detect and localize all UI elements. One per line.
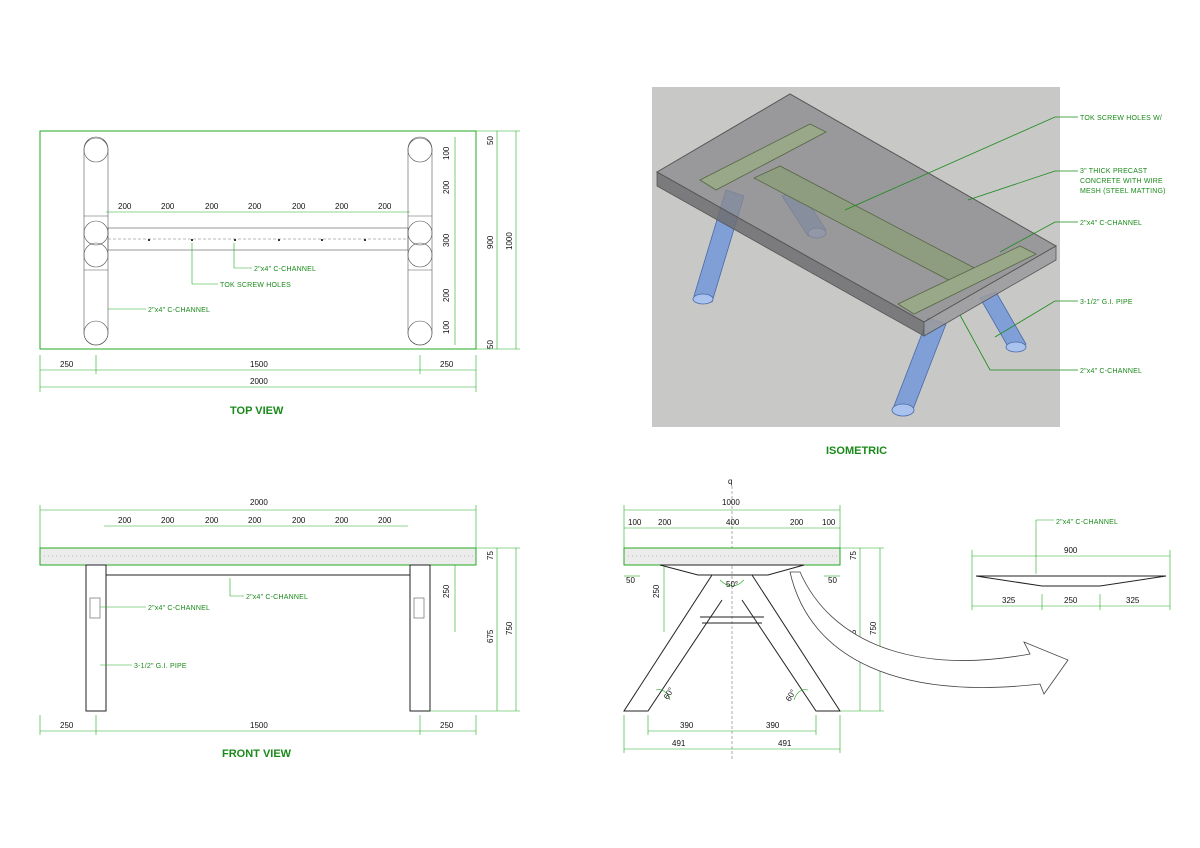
svg-text:900: 900 <box>1064 546 1078 555</box>
front-spacing-dims: 200 200 200 200 200 200 200 <box>118 516 392 525</box>
side-crossbeam <box>659 564 805 576</box>
svg-text:200: 200 <box>161 516 175 525</box>
svg-text:TOK SCREW HOLES W/: TOK SCREW HOLES W/ <box>1080 115 1162 122</box>
top-view: 200 200 200 200 200 200 200 2"x4" C-CHAN… <box>39 130 520 417</box>
svg-text:250: 250 <box>1064 596 1078 605</box>
svg-text:2"x4" C-CHANNEL: 2"x4" C-CHANNEL <box>1080 220 1142 227</box>
svg-text:200: 200 <box>118 202 132 211</box>
front-view-title: FRONT VIEW <box>222 748 292 760</box>
svg-text:491: 491 <box>778 739 792 748</box>
svg-text:250: 250 <box>440 360 454 369</box>
screw-holes <box>148 239 366 241</box>
svg-text:60°: 60° <box>662 686 676 701</box>
top-right-dims: 100 200 300 200 100 <box>442 146 451 334</box>
svg-text:400: 400 <box>726 518 740 527</box>
svg-text:200: 200 <box>205 202 219 211</box>
isometric-view: TOK SCREW HOLES W/ 3" THICK PRECAST CONC… <box>652 87 1166 457</box>
svg-text:200: 200 <box>205 516 219 525</box>
svg-text:50: 50 <box>828 576 837 585</box>
svg-text:1500: 1500 <box>250 721 268 730</box>
svg-text:900: 900 <box>486 235 495 249</box>
front-channel-label-b: 2"x4" C-CHANNEL <box>148 605 210 612</box>
iso-callout-leaders <box>844 116 1078 371</box>
svg-text:200: 200 <box>790 518 804 527</box>
svg-text:200: 200 <box>118 516 132 525</box>
svg-text:1000: 1000 <box>505 232 514 250</box>
iso-channels <box>699 123 1037 315</box>
svg-text:200: 200 <box>442 288 451 302</box>
svg-text:200: 200 <box>292 202 306 211</box>
svg-text:200: 200 <box>378 202 392 211</box>
svg-text:200: 200 <box>378 516 392 525</box>
tabletop-outline <box>39 130 477 350</box>
svg-text:200: 200 <box>442 180 451 194</box>
svg-text:50: 50 <box>486 340 495 349</box>
channel-detail: 2"x4" C-CHANNEL 900 325 250 325 <box>971 519 1171 610</box>
svg-text:300: 300 <box>442 233 451 247</box>
svg-text:200: 200 <box>335 516 349 525</box>
svg-text:q: q <box>728 477 732 486</box>
front-view: 2000 200 200 200 200 200 200 200 2"x4" C… <box>39 498 520 760</box>
top-screw-holes-label: TOK SCREW HOLES <box>220 282 291 289</box>
top-spacing-dims: 200 200 200 200 200 200 200 <box>118 202 392 211</box>
svg-text:100: 100 <box>822 518 836 527</box>
top-left-channel-label: 2"x4" C-CHANNEL <box>148 307 210 314</box>
svg-text:MESH (STEEL MATTING): MESH (STEEL MATTING) <box>1080 188 1166 195</box>
front-pipe-label: 3-1/2" G.I. PIPE <box>134 663 187 670</box>
svg-text:2"x4" C-CHANNEL: 2"x4" C-CHANNEL <box>1080 368 1142 375</box>
right-crossbeam <box>407 136 433 346</box>
svg-text:325: 325 <box>1126 596 1140 605</box>
svg-text:200: 200 <box>335 202 349 211</box>
svg-text:250: 250 <box>440 721 454 730</box>
svg-text:3-1/2" G.I. PIPE: 3-1/2" G.I. PIPE <box>1080 299 1133 306</box>
top-view-title: TOP VIEW <box>230 405 284 417</box>
svg-text:1500: 1500 <box>250 360 268 369</box>
top-c-channel-label: 2"x4" C-CHANNEL <box>254 266 316 273</box>
side-top-dims: 100 200 400 200 100 <box>628 518 836 527</box>
svg-text:250: 250 <box>60 360 74 369</box>
callout-arrow <box>789 571 1069 695</box>
svg-text:675: 675 <box>486 629 495 643</box>
svg-text:390: 390 <box>680 721 694 730</box>
svg-text:CONCRETE WITH WIRE: CONCRETE WITH WIRE <box>1080 178 1163 185</box>
front-right-leg <box>409 564 431 712</box>
svg-text:491: 491 <box>672 739 686 748</box>
svg-text:200: 200 <box>161 202 175 211</box>
svg-text:100: 100 <box>442 146 451 160</box>
side-view: q 1000 100 200 400 200 100 50° 60° 60° <box>623 477 884 760</box>
svg-text:100: 100 <box>628 518 642 527</box>
svg-text:200: 200 <box>248 516 262 525</box>
detail-channel-shape <box>975 575 1167 587</box>
left-crossbeam <box>83 136 109 346</box>
svg-text:75: 75 <box>486 551 495 560</box>
front-slab <box>39 547 477 566</box>
svg-text:3" THICK PRECAST: 3" THICK PRECAST <box>1080 168 1148 175</box>
svg-text:60°: 60° <box>784 688 798 703</box>
iso-callouts: TOK SCREW HOLES W/ 3" THICK PRECAST CONC… <box>1080 115 1166 375</box>
svg-text:1000: 1000 <box>722 498 740 507</box>
isometric-title: ISOMETRIC <box>826 445 887 457</box>
front-channel-label-a: 2"x4" C-CHANNEL <box>246 594 308 601</box>
svg-text:250: 250 <box>60 721 74 730</box>
svg-text:50: 50 <box>626 576 635 585</box>
svg-text:50°: 50° <box>726 580 738 589</box>
svg-text:100: 100 <box>442 320 451 334</box>
svg-text:75: 75 <box>849 551 858 560</box>
side-a-frame <box>623 574 841 712</box>
svg-text:750: 750 <box>505 621 514 635</box>
svg-text:390: 390 <box>766 721 780 730</box>
detail-channel-label: 2"x4" C-CHANNEL <box>1056 519 1118 526</box>
svg-text:750: 750 <box>869 621 878 635</box>
svg-text:325: 325 <box>1002 596 1016 605</box>
front-left-leg <box>85 564 107 712</box>
svg-text:200: 200 <box>248 202 262 211</box>
svg-text:200: 200 <box>292 516 306 525</box>
svg-text:2000: 2000 <box>250 498 268 507</box>
svg-text:2000: 2000 <box>250 377 268 386</box>
svg-text:250: 250 <box>652 584 661 598</box>
svg-text:50: 50 <box>486 136 495 145</box>
svg-text:250: 250 <box>442 584 451 598</box>
svg-text:200: 200 <box>658 518 672 527</box>
